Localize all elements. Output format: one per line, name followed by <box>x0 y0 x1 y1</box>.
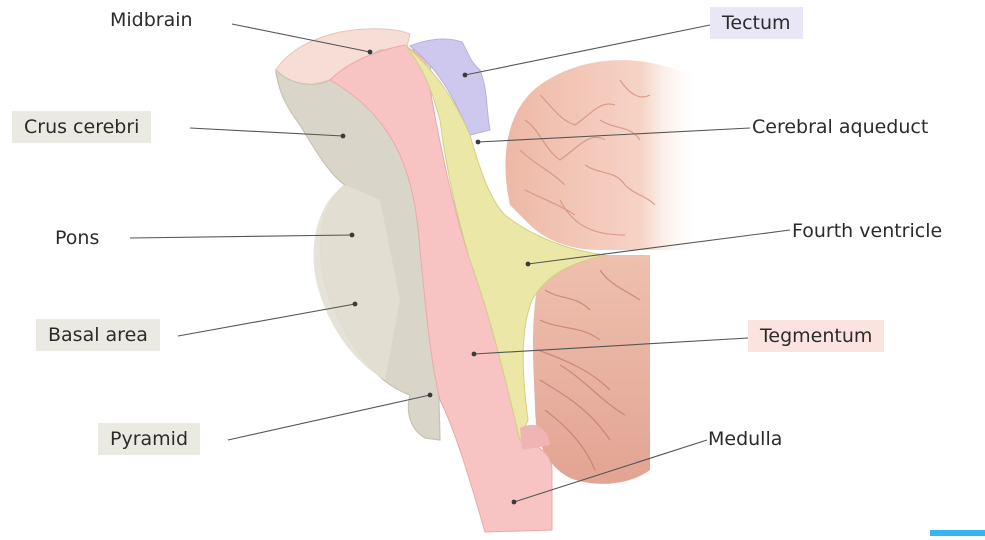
corner-accent-bar <box>930 530 985 536</box>
label-midbrain: Midbrain <box>110 4 193 36</box>
label-tegmentum: Tegmentum <box>748 320 884 352</box>
label-pons: Pons <box>55 222 99 254</box>
label-tectum: Tectum <box>710 7 803 39</box>
label-crus-cerebri: Crus cerebri <box>12 111 151 143</box>
cerebellum-lower <box>533 255 650 484</box>
label-pyramid: Pyramid <box>98 423 200 455</box>
label-fourth-ventricle: Fourth ventricle <box>792 215 942 247</box>
label-basal-area: Basal area <box>36 319 160 351</box>
label-cerebral-aqueduct: Cerebral aqueduct <box>752 111 928 143</box>
label-medulla: Medulla <box>708 423 782 455</box>
cerebellum-upper <box>505 60 700 250</box>
